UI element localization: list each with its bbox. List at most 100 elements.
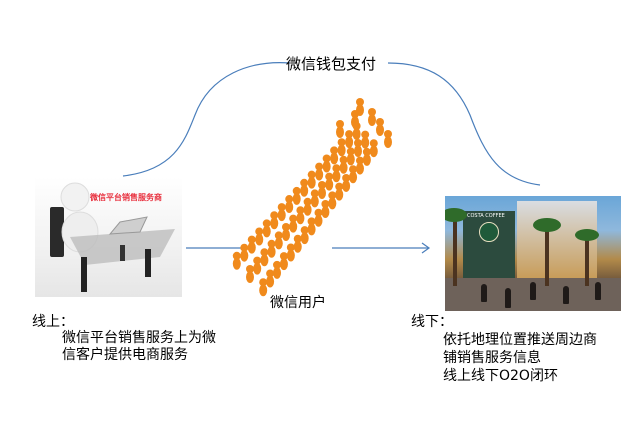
online-seller-image: 微信平台销售服务商 (35, 177, 182, 297)
crowd-figure (292, 192, 301, 205)
crowd-figure (270, 211, 279, 220)
crowd-figure (332, 170, 341, 183)
crowd-figure (259, 284, 268, 297)
crowd-figure (369, 145, 378, 158)
crowd-figure (336, 126, 344, 138)
crowd-figure (335, 182, 344, 191)
crowd-figure (355, 156, 364, 165)
crowd-figure (300, 184, 309, 197)
crowd-figure (336, 120, 344, 128)
online-line: 微信平台销售服务上为微 (62, 330, 216, 346)
crowd-figure (260, 254, 269, 267)
person-at-desk-icon (50, 182, 175, 292)
crowd-figure (307, 176, 316, 189)
crowd-figure (346, 147, 355, 156)
crowd-figure (307, 170, 316, 179)
crowd-figure (310, 189, 319, 198)
crowd-figure (232, 257, 241, 270)
crowd-figure (362, 147, 371, 156)
crowd-figure (247, 241, 256, 254)
crowd-figure (262, 225, 271, 238)
crowd-figure (349, 171, 358, 184)
crowd-figure (376, 124, 384, 136)
crowd-figure (300, 178, 309, 187)
crowd-figure (274, 237, 283, 250)
crowd-figure (289, 220, 298, 233)
crowd-figure (322, 160, 331, 173)
crowd-figure (255, 227, 264, 236)
crowd-figure (267, 245, 276, 258)
payment-label: 微信钱包支付 (286, 55, 377, 73)
payment-curve-right (387, 62, 541, 186)
crowd-figure (345, 136, 354, 149)
crowd-figure (314, 208, 323, 217)
crowd-figure (282, 223, 290, 231)
crowd-figure (300, 226, 309, 235)
crowd-figure (354, 145, 362, 157)
crowd-figure (289, 214, 298, 223)
crowd-figure (362, 153, 371, 166)
crowd-figure (384, 136, 392, 148)
offline-line: 铺销售服务信息 (443, 350, 541, 366)
crowd-figure (286, 243, 295, 252)
crowd-figure (307, 217, 316, 226)
offline-street-image: COSTA COFFEE (445, 196, 621, 311)
crowd-figure (325, 172, 334, 181)
crowd-figure (384, 130, 392, 138)
crowd-figure (274, 231, 283, 240)
crowd-figure (328, 191, 337, 200)
users-label: 微信用户 (270, 295, 326, 311)
crowd-figure (354, 139, 362, 147)
crowd-figure (325, 178, 334, 191)
crowd-figure (346, 153, 355, 166)
crowd-figure (368, 108, 376, 116)
crowd-figure (232, 251, 241, 260)
crowd-figure (303, 197, 312, 206)
crowd-figure (262, 219, 271, 228)
offline-line: 线上线下O2O闭环 (443, 368, 558, 384)
crowd-figure (240, 249, 249, 262)
crowd-figure (318, 187, 326, 199)
crowd-figure (285, 201, 294, 214)
crowd-figure (246, 265, 254, 273)
crowd-figure (296, 206, 305, 215)
crowd-figure (310, 195, 319, 208)
crowd-figure (335, 188, 344, 201)
arrowhead-icon (421, 242, 431, 254)
crowd-figure (339, 161, 348, 174)
crowd-figure (307, 223, 316, 236)
crowd-figure (351, 116, 359, 128)
crowd-figure (361, 136, 370, 149)
crowd-figure (322, 154, 331, 163)
crowd-figure (369, 139, 378, 148)
crowd-figure (296, 212, 305, 225)
crowd-figure (318, 181, 326, 189)
image-caption: 微信平台销售服务商 (90, 193, 162, 202)
crowd-figure (273, 260, 282, 269)
crowd-figure (253, 256, 262, 265)
crowd-figure (253, 262, 262, 275)
crowd-figure (293, 240, 302, 253)
crowd-figure (285, 195, 294, 204)
crowd-figure (337, 144, 346, 157)
crowd-figure (279, 258, 288, 271)
crowd-figure (355, 162, 364, 175)
crowd-figure (314, 214, 323, 227)
crowd-figure (356, 104, 364, 116)
crowd-figure (267, 239, 276, 248)
crowd-figure (332, 164, 341, 173)
offline-line: 依托地理位置推送周边商 (443, 332, 597, 348)
crowd-figure (247, 235, 256, 244)
crowd-figure (330, 152, 339, 165)
crowd-figure (342, 173, 351, 182)
store-sign: COSTA COFFEE (467, 213, 505, 219)
crowd-figure (337, 138, 346, 147)
crowd-figure (292, 186, 301, 195)
payment-curve (122, 62, 291, 177)
crowd-figure (300, 232, 309, 245)
crowd-figure (330, 146, 339, 155)
crowd-figure (315, 162, 324, 171)
crowd-figure (255, 233, 264, 246)
crowd-arrow-icon (232, 98, 392, 297)
